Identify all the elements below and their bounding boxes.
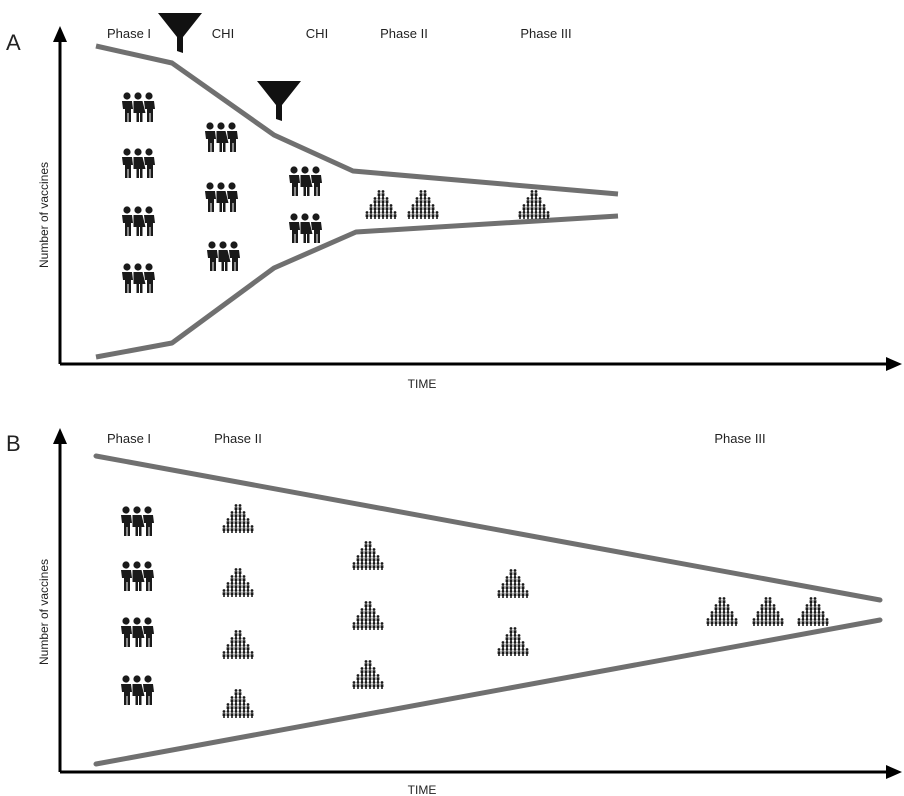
crowd-pyramid-icon — [753, 597, 784, 626]
group-of-three-people-icon — [207, 241, 240, 271]
crowd-pyramid-icon — [223, 504, 254, 533]
panel-b-funnel-lower-line — [93, 617, 883, 767]
group-of-three-people-icon — [121, 561, 154, 591]
panel-a-funnel-lower-line — [95, 213, 619, 360]
panel-a-y-axis-label: Number of vaccines — [37, 162, 51, 268]
panel-a-phase-label-5: Phase III — [520, 26, 571, 41]
panel-b-y-axis-label: Number of vaccines — [37, 559, 51, 665]
panel-b-axes — [53, 428, 902, 779]
panel-a-phase-label-1: Phase I — [107, 26, 151, 41]
panel-b-letter: B — [6, 431, 21, 456]
panel-a-phase-label-2: CHI — [212, 26, 234, 41]
crowd-pyramid-icon — [707, 597, 738, 626]
panel-a-letter: A — [6, 30, 21, 55]
group-of-three-people-icon — [121, 506, 154, 536]
panel-a-axes — [53, 26, 902, 371]
group-of-three-people-icon — [122, 206, 155, 236]
panel-b-funnel-upper-line — [93, 453, 883, 603]
panel-a-phase-label-3: CHI — [306, 26, 328, 41]
panel-a-x-axis-label: TIME — [408, 377, 437, 391]
crowd-pyramid-icon — [223, 689, 254, 718]
crowd-pyramid-icon — [353, 601, 384, 630]
crowd-pyramid-icon — [353, 541, 384, 570]
panel-b-x-axis-label: TIME — [408, 783, 437, 796]
crowd-pyramid-icon — [223, 630, 254, 659]
crowd-pyramid-icon — [223, 568, 254, 597]
crowd-pyramid-icon — [408, 190, 439, 219]
group-of-three-people-icon — [122, 148, 155, 178]
group-of-three-people-icon — [289, 213, 322, 243]
crowd-pyramid-icon — [519, 190, 550, 219]
group-of-three-people-icon — [122, 263, 155, 293]
panel-b-phase-label-3: Phase III — [714, 431, 765, 446]
crowd-pyramid-icon — [498, 569, 529, 598]
group-of-three-people-icon — [121, 617, 154, 647]
panel-b-phase-label-1: Phase I — [107, 431, 151, 446]
crowd-pyramid-icon — [498, 627, 529, 656]
group-of-three-people-icon — [289, 166, 322, 196]
filter-funnel-icon — [257, 81, 301, 121]
panel-b-phase-label-2: Phase II — [214, 431, 262, 446]
crowd-pyramid-icon — [798, 597, 829, 626]
crowd-pyramid-icon — [353, 660, 384, 689]
panel-b: B Number of vaccines TIME Phase I Phase … — [6, 428, 902, 796]
panel-a-funnel-upper-line — [95, 43, 619, 197]
panel-a: A Number of vaccines TIME Phase I CHI CH… — [6, 13, 902, 391]
group-of-three-people-icon — [205, 122, 238, 152]
filter-funnel-icon — [158, 13, 202, 53]
group-of-three-people-icon — [122, 92, 155, 122]
panel-a-phase-label-4: Phase II — [380, 26, 428, 41]
crowd-pyramid-icon — [366, 190, 397, 219]
group-of-three-people-icon — [121, 675, 154, 705]
group-of-three-people-icon — [205, 182, 238, 212]
